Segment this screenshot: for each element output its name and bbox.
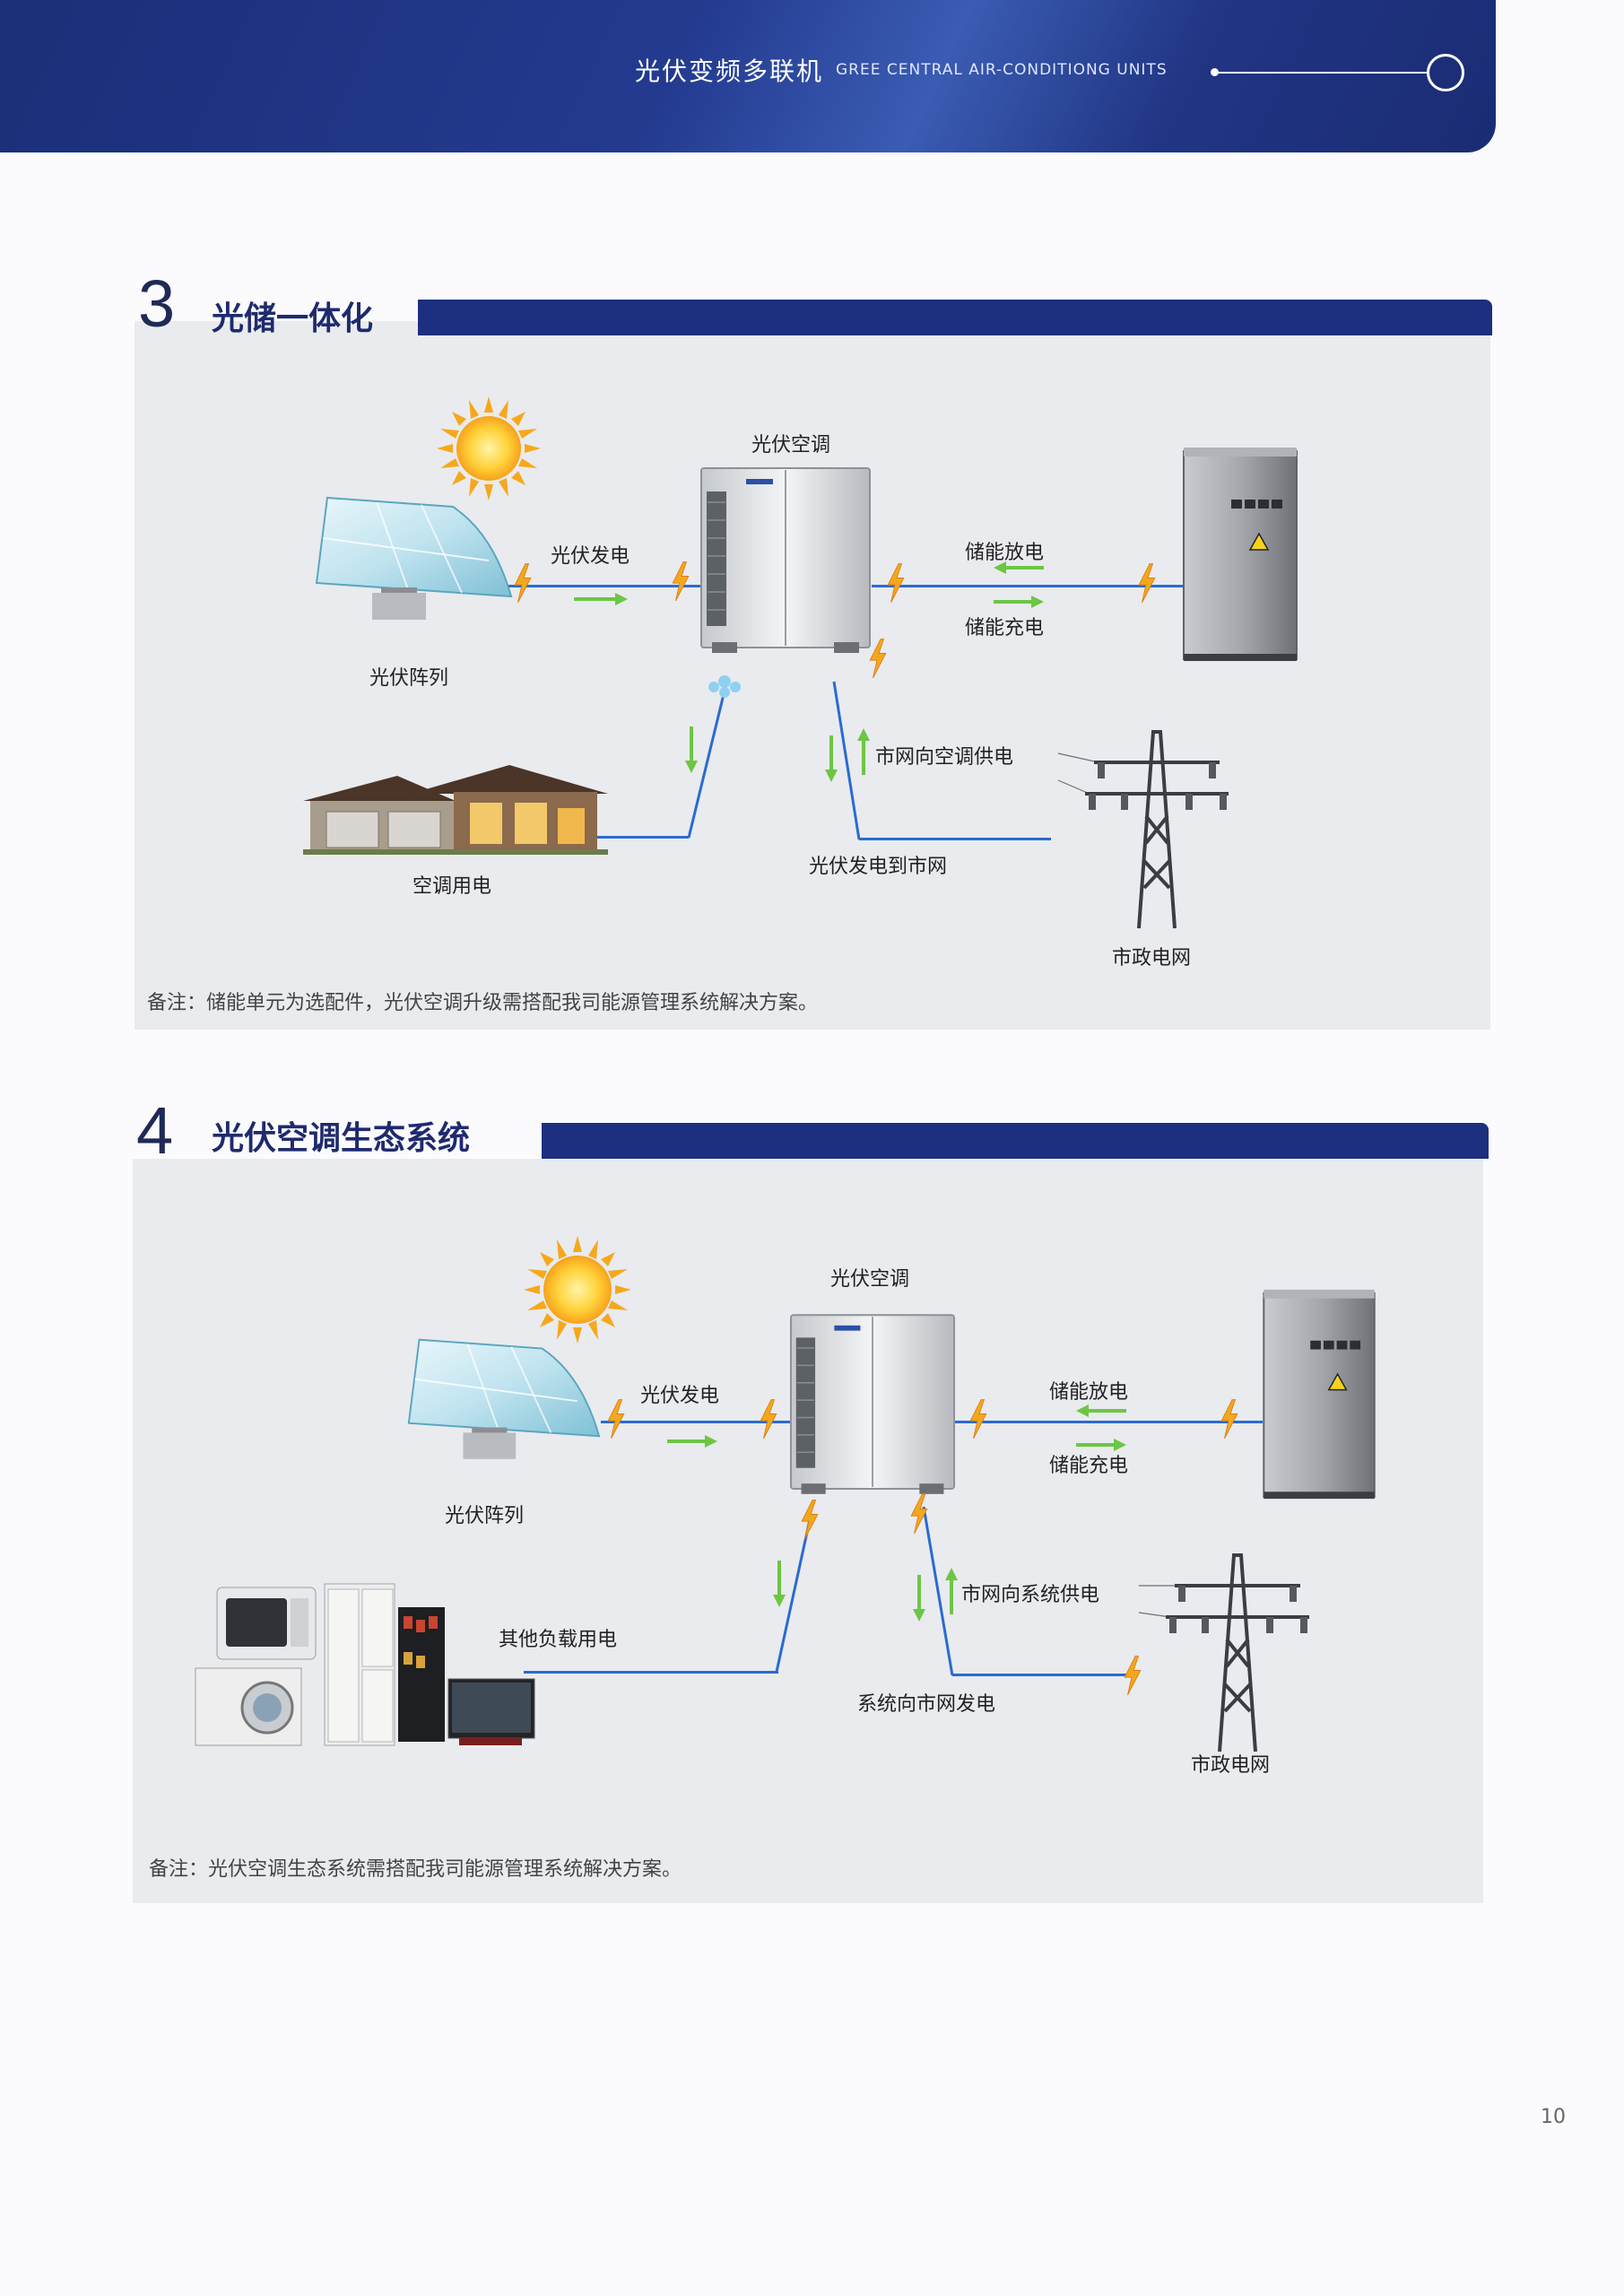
s3-label-pv-array: 光伏阵列	[369, 667, 449, 690]
s3-label-pv-to-grid: 光伏发电到市网	[809, 856, 948, 878]
s3-arrow-left-icon	[994, 561, 1044, 574]
section3-number: 3	[138, 266, 176, 341]
s4-label-pv-array: 光伏阵列	[445, 1505, 525, 1527]
s3-label-ac-load: 空调用电	[413, 875, 492, 898]
s4-bolt-icon-4	[1220, 1399, 1239, 1439]
s4-bolt-icon-1	[606, 1399, 626, 1439]
s4-arrow-down-icon	[773, 1561, 786, 1607]
s4-arrow-up-icon	[945, 1568, 958, 1614]
section3-title-bar	[418, 300, 1492, 335]
s4-label-grid: 市政电网	[1191, 1754, 1271, 1777]
s4-bolt-icon-7	[1123, 1656, 1142, 1695]
s3-label-grid: 市政电网	[1112, 947, 1192, 970]
s4-label-grid-to-system: 市网向系统供电	[961, 1584, 1100, 1606]
s3-label-grid-to-ac: 市网向空调供电	[875, 746, 1014, 769]
s4-label-storage-discharge: 储能放电	[1049, 1381, 1129, 1404]
s4-wire-pv-ac	[601, 1421, 793, 1423]
s3-sun-icon	[437, 396, 541, 500]
s3-wire-ac-storage	[872, 585, 1185, 587]
s3-arrow-up-icon	[857, 728, 870, 775]
section4-title-bar	[542, 1123, 1489, 1159]
s3-arrow-right-icon	[574, 593, 628, 605]
s4-bolt-icon-3	[968, 1399, 988, 1439]
s3-wire-house	[592, 836, 689, 839]
s4-note: 备注：光伏空调生态系统需搭配我司能源管理系统解决方案。	[149, 1858, 682, 1881]
section3-panel	[135, 321, 1490, 1030]
section4-number: 4	[136, 1093, 174, 1168]
s4-pv-panel-icon	[407, 1338, 601, 1459]
s3-power-tower-icon	[1057, 730, 1229, 929]
header-ring-icon	[1427, 54, 1464, 91]
header-title: 光伏变频多联机	[635, 57, 824, 86]
s4-label-ac: 光伏空调	[830, 1268, 910, 1291]
s3-house-icon	[303, 765, 608, 855]
s4-wire-grid	[952, 1674, 1133, 1676]
s3-pv-panel-icon	[315, 496, 513, 620]
s4-label-other-load: 其他负载用电	[499, 1629, 618, 1651]
s4-bolt-icon-2	[759, 1399, 778, 1439]
s3-label-storage-charge: 储能充电	[965, 617, 1045, 639]
s4-label-storage-charge: 储能充电	[1049, 1455, 1129, 1477]
s4-arrow-down-icon-2	[913, 1575, 925, 1622]
s4-bolt-icon-5	[800, 1500, 820, 1539]
s4-ac-unit-icon	[789, 1314, 956, 1494]
header-banner: 光伏变频多联机 GREE CENTRAL AIR-CONDITIONG UNIT…	[0, 0, 1496, 152]
header-line	[1214, 72, 1428, 74]
s3-label-ac: 光伏空调	[751, 434, 831, 457]
s3-snowflake-icon	[708, 675, 741, 698]
s4-bolt-icon-6	[909, 1494, 929, 1534]
s4-arrow-right-icon	[667, 1435, 717, 1448]
s3-storage-cabinet-icon	[1183, 448, 1298, 661]
section3-title: 光储一体化	[212, 300, 374, 337]
s4-power-tower-icon	[1138, 1553, 1309, 1752]
s4-storage-cabinet-icon	[1263, 1289, 1376, 1500]
s4-label-system-to-grid: 系统向市网发电	[857, 1693, 996, 1716]
s3-arrow-down-icon-2	[825, 735, 838, 782]
s4-appliances-icon	[195, 1583, 535, 1746]
s3-label-pv-gen: 光伏发电	[551, 545, 630, 568]
s4-label-pv-gen: 光伏发电	[640, 1385, 720, 1407]
section4-title: 光伏空调生态系统	[212, 1120, 471, 1157]
s4-wire-ac-storage	[954, 1421, 1263, 1423]
s3-note: 备注：储能单元为选配件，光伏空调升级需搭配我司能源管理系统解决方案。	[147, 992, 819, 1014]
s4-arrow-left-icon	[1076, 1405, 1126, 1417]
s4-wire-load	[524, 1671, 778, 1674]
s3-wire-pv-ac	[491, 585, 707, 587]
s3-ac-unit-icon	[700, 467, 871, 653]
s3-arrow-right-icon-2	[994, 596, 1044, 608]
s3-wire-grid	[859, 838, 1051, 840]
s4-arrow-right-icon-2	[1076, 1439, 1126, 1451]
header-subtitle: GREE CENTRAL AIR-CONDITIONG UNITS	[836, 61, 1168, 79]
s4-sun-icon	[524, 1236, 631, 1344]
s3-arrow-down-icon	[685, 726, 698, 773]
s3-label-storage-discharge: 储能放电	[965, 542, 1045, 564]
page-number: 10	[1541, 2106, 1566, 2128]
